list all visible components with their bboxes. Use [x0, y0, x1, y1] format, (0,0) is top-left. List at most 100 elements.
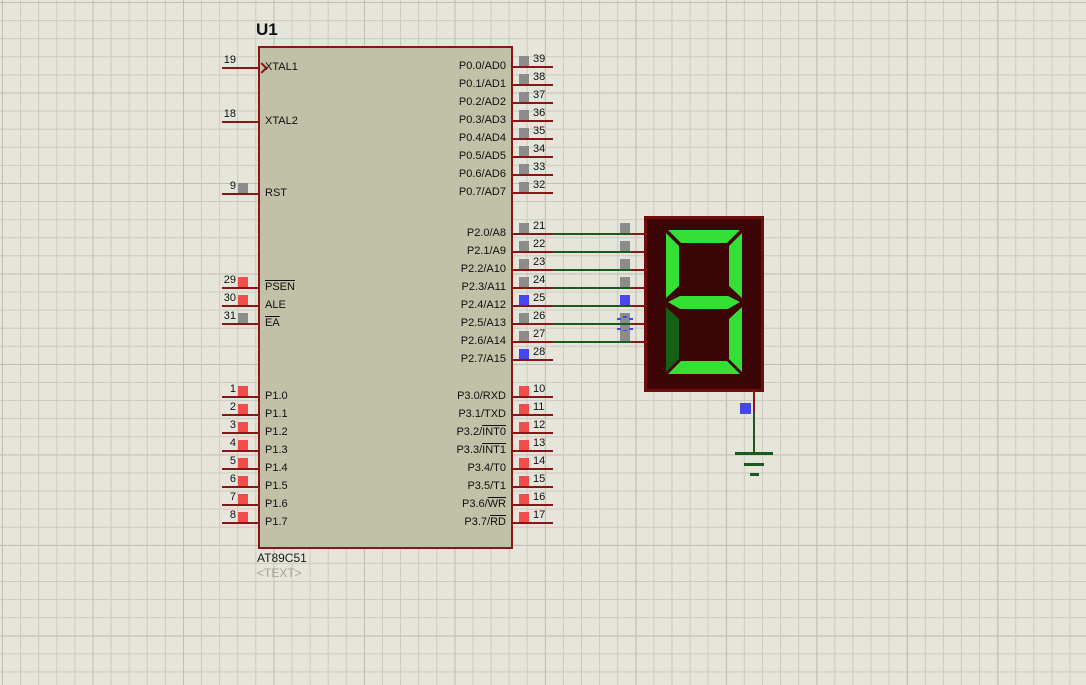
- pin-32-number: 32: [533, 179, 546, 191]
- chip-reference-label[interactable]: U1: [256, 20, 278, 39]
- pin-36-number: 36: [533, 107, 546, 119]
- pin-33-stub[interactable]: [513, 174, 553, 176]
- pin-28-stub[interactable]: [513, 359, 553, 361]
- display-pin-stub-1[interactable]: [632, 233, 645, 235]
- chip-pin-label-12: P3.2/INT0: [456, 426, 506, 438]
- pin-15-stub[interactable]: [513, 486, 553, 488]
- pin-9-stub[interactable]: [222, 193, 258, 195]
- display-bottom-pin-stub[interactable]: [753, 390, 755, 412]
- chip-pin-label-3: P1.2: [265, 426, 288, 438]
- mcu-chip-body[interactable]: [258, 46, 513, 549]
- wire-24-to-display[interactable]: [553, 287, 632, 289]
- chip-pin-label-2: P1.1: [265, 408, 288, 420]
- pin-23-state-square: [519, 259, 529, 269]
- chip-pin-label-17: P3.7/RD: [464, 516, 506, 528]
- pin-4-stub[interactable]: [222, 450, 258, 452]
- pin-32-stub[interactable]: [513, 192, 553, 194]
- pin-11-stub[interactable]: [513, 414, 553, 416]
- pin-26-stub[interactable]: [513, 323, 553, 325]
- pin-7-number: 7: [229, 491, 236, 503]
- wire-26-to-display[interactable]: [553, 323, 632, 325]
- chip-pin-label-39: P0.0/AD0: [458, 60, 506, 72]
- pin-13-number: 13: [533, 437, 546, 449]
- wire-21-to-display[interactable]: [553, 233, 632, 235]
- display-pin-stub-6[interactable]: [632, 323, 645, 325]
- pin-10-stub[interactable]: [513, 396, 553, 398]
- display-pin-stub-7[interactable]: [632, 341, 645, 343]
- pin-32-state-square: [519, 182, 529, 192]
- display-pin-square-22: [620, 241, 630, 251]
- display-pin-stub-3[interactable]: [632, 269, 645, 271]
- display-pin-stub-2[interactable]: [632, 251, 645, 253]
- pin-16-number: 16: [533, 491, 546, 503]
- display-pin-stub-4[interactable]: [632, 287, 645, 289]
- pin-8-number: 8: [229, 509, 236, 521]
- pin-4-number: 4: [229, 437, 236, 449]
- pin-31-state-square: [238, 313, 248, 323]
- pin-1-stub[interactable]: [222, 396, 258, 398]
- pin-13-state-square: [519, 440, 529, 450]
- ground-symbol-bar-3[interactable]: [750, 473, 759, 476]
- pin-38-stub[interactable]: [513, 84, 553, 86]
- pin-19-stub[interactable]: [222, 67, 258, 69]
- pin-22-stub[interactable]: [513, 251, 553, 253]
- segment-g: [668, 296, 740, 309]
- ground-symbol-bar-2[interactable]: [744, 463, 764, 466]
- pin-25-stub[interactable]: [513, 305, 553, 307]
- pin-14-number: 14: [533, 455, 546, 467]
- pin-28-state-square: [519, 349, 529, 359]
- pin-37-number: 37: [533, 89, 546, 101]
- chip-pin-label-35: P0.4/AD4: [458, 132, 506, 144]
- wire-25-to-display[interactable]: [553, 305, 632, 307]
- pin-9-number: 9: [229, 180, 236, 192]
- pin-13-stub[interactable]: [513, 450, 553, 452]
- pin-14-stub[interactable]: [513, 468, 553, 470]
- pin-39-number: 39: [533, 53, 546, 65]
- pin-38-number: 38: [533, 71, 546, 83]
- pin-30-stub[interactable]: [222, 305, 258, 307]
- pin-25-number: 25: [533, 292, 546, 304]
- pin-37-stub[interactable]: [513, 102, 553, 104]
- pin-27-stub[interactable]: [513, 341, 553, 343]
- pin-16-stub[interactable]: [513, 504, 553, 506]
- pin-34-stub[interactable]: [513, 156, 553, 158]
- pin-18-stub[interactable]: [222, 121, 258, 123]
- pin-21-stub[interactable]: [513, 233, 553, 235]
- segment-c: [729, 307, 742, 372]
- pin-3-number: 3: [229, 419, 236, 431]
- pin-25-state-square: [519, 295, 529, 305]
- pin-24-stub[interactable]: [513, 287, 553, 289]
- seven-segment-digit: [666, 230, 742, 374]
- display-pin-stub-5[interactable]: [632, 305, 645, 307]
- pin-15-number: 15: [533, 473, 546, 485]
- chip-text-placeholder[interactable]: <TEXT>: [257, 566, 302, 580]
- origin-marker-dash-1: [623, 316, 627, 318]
- wire-22-to-display[interactable]: [553, 251, 632, 253]
- pin-15-state-square: [519, 476, 529, 486]
- pin-12-number: 12: [533, 419, 546, 431]
- pin-35-stub[interactable]: [513, 138, 553, 140]
- display-pin-square-25: [620, 295, 630, 305]
- pin-7-stub[interactable]: [222, 504, 258, 506]
- pin-36-stub[interactable]: [513, 120, 553, 122]
- ground-symbol-bar-1[interactable]: [735, 452, 773, 455]
- pin-39-stub[interactable]: [513, 66, 553, 68]
- pin-3-stub[interactable]: [222, 432, 258, 434]
- pin-29-state-square: [238, 277, 248, 287]
- pin-31-stub[interactable]: [222, 323, 258, 325]
- chip-part-label[interactable]: AT89C51: [257, 551, 307, 565]
- pin-23-stub[interactable]: [513, 269, 553, 271]
- pin-8-stub[interactable]: [222, 522, 258, 524]
- pin-26-number: 26: [533, 310, 546, 322]
- pin-6-stub[interactable]: [222, 486, 258, 488]
- pin-2-stub[interactable]: [222, 414, 258, 416]
- wire-display-to-ground[interactable]: [753, 412, 755, 452]
- wire-27-to-display[interactable]: [553, 341, 632, 343]
- pin-12-stub[interactable]: [513, 432, 553, 434]
- chip-pin-label-21: P2.0/A8: [466, 227, 506, 239]
- pin-29-stub[interactable]: [222, 287, 258, 289]
- pin-30-state-square: [238, 295, 248, 305]
- pin-17-stub[interactable]: [513, 522, 553, 524]
- wire-23-to-display[interactable]: [553, 269, 632, 271]
- pin-5-stub[interactable]: [222, 468, 258, 470]
